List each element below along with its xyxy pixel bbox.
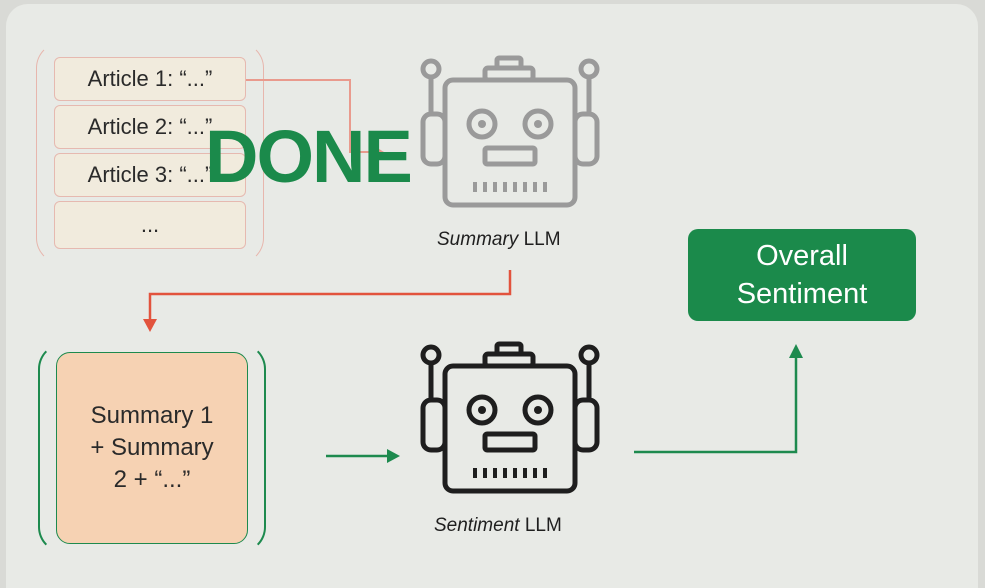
article-list-bracket-left: [36, 42, 106, 264]
arrow-summary-llm-to-summary-box: [148, 270, 512, 322]
summary-concat-box: Summary 1 + Summary 2 + “...”: [56, 352, 248, 544]
summary-llm-label-rest: LLM: [518, 229, 561, 250]
arrow-sentiment-llm-to-overall: [634, 358, 798, 454]
article-2: Article 2: “...”: [54, 105, 246, 149]
summary-box-line-3: 2 + “...”: [113, 466, 191, 493]
sentiment-llm-label-italic: Sentiment: [434, 515, 520, 536]
article-more: ...: [54, 201, 246, 249]
article-3: Article 3: “...”: [54, 153, 246, 197]
summary-llm-robot-icon: [420, 55, 600, 208]
summary-box-line-1: Summary 1: [90, 402, 214, 429]
overall-sentiment-box: Overall Sentiment: [688, 229, 916, 321]
summary-llm-label-italic: Summary: [437, 229, 519, 250]
summary-llm-label: Summary LLM: [437, 229, 561, 251]
overall-line-2: Sentiment: [736, 278, 868, 310]
summary-bracket-left: [38, 343, 98, 553]
summary-box-line-2: + Summary: [90, 434, 214, 461]
sentiment-llm-label: Sentiment LLM: [434, 515, 562, 537]
sentiment-llm-label-rest: LLM: [519, 515, 562, 536]
overall-line-1: Overall: [756, 240, 848, 272]
article-list-bracket-right: [194, 42, 264, 264]
done-overlay: DONE: [205, 115, 413, 198]
sentiment-llm-robot-icon: [420, 341, 600, 494]
summary-bracket-right: [206, 343, 266, 553]
arrow-articles-to-summary-llm: [246, 79, 378, 153]
article-1: Article 1: “...”: [54, 57, 246, 101]
